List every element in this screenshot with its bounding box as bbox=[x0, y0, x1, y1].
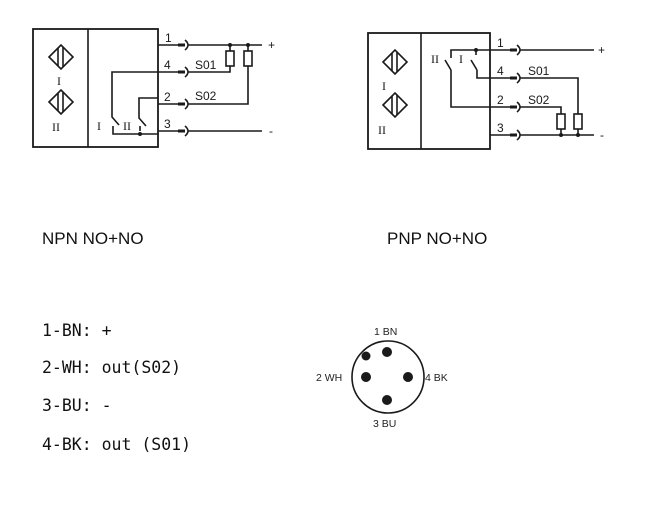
pinout-line-3: 3-BU: - bbox=[42, 396, 112, 415]
pnp-output-s02-label: S02 bbox=[528, 93, 550, 107]
pinout-line-1: 1-BN: + bbox=[42, 321, 112, 340]
npn-terminal-1-label: 1 bbox=[165, 31, 172, 45]
pnp-sensor-label-1: I bbox=[382, 79, 386, 93]
pnp-terminal-2-wire bbox=[490, 101, 562, 114]
pnp-terminal-3-wire bbox=[490, 129, 594, 141]
pnp-load-resistor-2-icon bbox=[573, 113, 583, 135]
npn-switch-label-1: I bbox=[97, 119, 101, 133]
pnp-switch-label-1: I bbox=[459, 52, 463, 66]
connector-label-right: 4 BK bbox=[425, 372, 448, 384]
connector-pin-2 bbox=[361, 372, 371, 382]
pnp-plus-label: + bbox=[598, 43, 605, 57]
connector-label-bottom: 3 BU bbox=[373, 418, 396, 430]
pnp-minus-label: - bbox=[600, 128, 604, 142]
connector-key-notch bbox=[361, 351, 371, 361]
pnp-terminal-1-wire bbox=[490, 44, 594, 56]
npn-load-resistor-2-icon bbox=[243, 45, 253, 67]
npn-switch-label-2: II bbox=[123, 119, 131, 133]
pnp-sensor-housing bbox=[367, 32, 491, 150]
pnp-terminal-4-label: 4 bbox=[497, 64, 504, 78]
connector-pin-1 bbox=[382, 347, 392, 357]
pnp-caption: PNP NO+NO bbox=[387, 229, 488, 248]
pnp-terminal-3-label: 3 bbox=[497, 121, 504, 135]
pnp-terminal-4-wire bbox=[490, 72, 579, 114]
m12-connector-diagram: 1 BN 2 WH 4 BK 3 BU bbox=[316, 326, 448, 430]
npn-terminal-4-label: 4 bbox=[164, 58, 171, 72]
npn-plus-label: + bbox=[268, 38, 275, 52]
pnp-wiring-diagram: I II II I bbox=[367, 32, 605, 150]
npn-terminal-3-wire bbox=[158, 125, 262, 137]
npn-terminal-1-wire bbox=[158, 39, 262, 51]
connector-label-left: 2 WH bbox=[316, 372, 342, 384]
npn-sensor-label-1: I bbox=[57, 74, 61, 88]
npn-sensor-symbol-2-icon bbox=[47, 88, 75, 116]
npn-sensor-label-2: II bbox=[52, 120, 60, 134]
npn-minus-label: - bbox=[269, 124, 273, 138]
pnp-sensor-label-2: II bbox=[378, 123, 386, 137]
pnp-terminal-1-label: 1 bbox=[497, 36, 504, 50]
npn-terminal-2-label: 2 bbox=[164, 90, 171, 104]
npn-sensor-symbol-1-icon bbox=[47, 43, 75, 71]
pnp-switch-label-2: II bbox=[431, 52, 439, 66]
npn-output-s02-label: S02 bbox=[195, 89, 217, 103]
connector-pin-4 bbox=[403, 372, 413, 382]
connector-outline bbox=[351, 340, 425, 414]
pnp-sensor-symbol-1-icon bbox=[381, 48, 409, 76]
pnp-terminal-2-label: 2 bbox=[497, 93, 504, 107]
pinout-line-4: 4-BK: out (S01) bbox=[42, 435, 192, 454]
npn-load-resistor-1-icon bbox=[225, 45, 235, 67]
connector-label-top: 1 BN bbox=[374, 326, 397, 338]
npn-terminal-2-wire bbox=[158, 66, 249, 110]
npn-wiring-diagram: I II I II bbox=[32, 28, 275, 148]
npn-output-s01-label: S01 bbox=[195, 58, 217, 72]
npn-terminal-4-wire bbox=[158, 66, 231, 78]
npn-internal-switches bbox=[111, 71, 158, 136]
pnp-internal-switches bbox=[444, 48, 490, 108]
pnp-load-resistor-1-icon bbox=[556, 113, 566, 135]
npn-caption: NPN NO+NO bbox=[42, 229, 144, 248]
pnp-sensor-symbol-2-icon bbox=[381, 91, 409, 119]
npn-terminal-3-label: 3 bbox=[164, 117, 171, 131]
pnp-output-s01-label: S01 bbox=[528, 64, 550, 78]
connector-pin-3 bbox=[382, 395, 392, 405]
pinout-line-2: 2-WH: out(S02) bbox=[42, 358, 182, 377]
npn-sensor-housing bbox=[32, 28, 159, 148]
